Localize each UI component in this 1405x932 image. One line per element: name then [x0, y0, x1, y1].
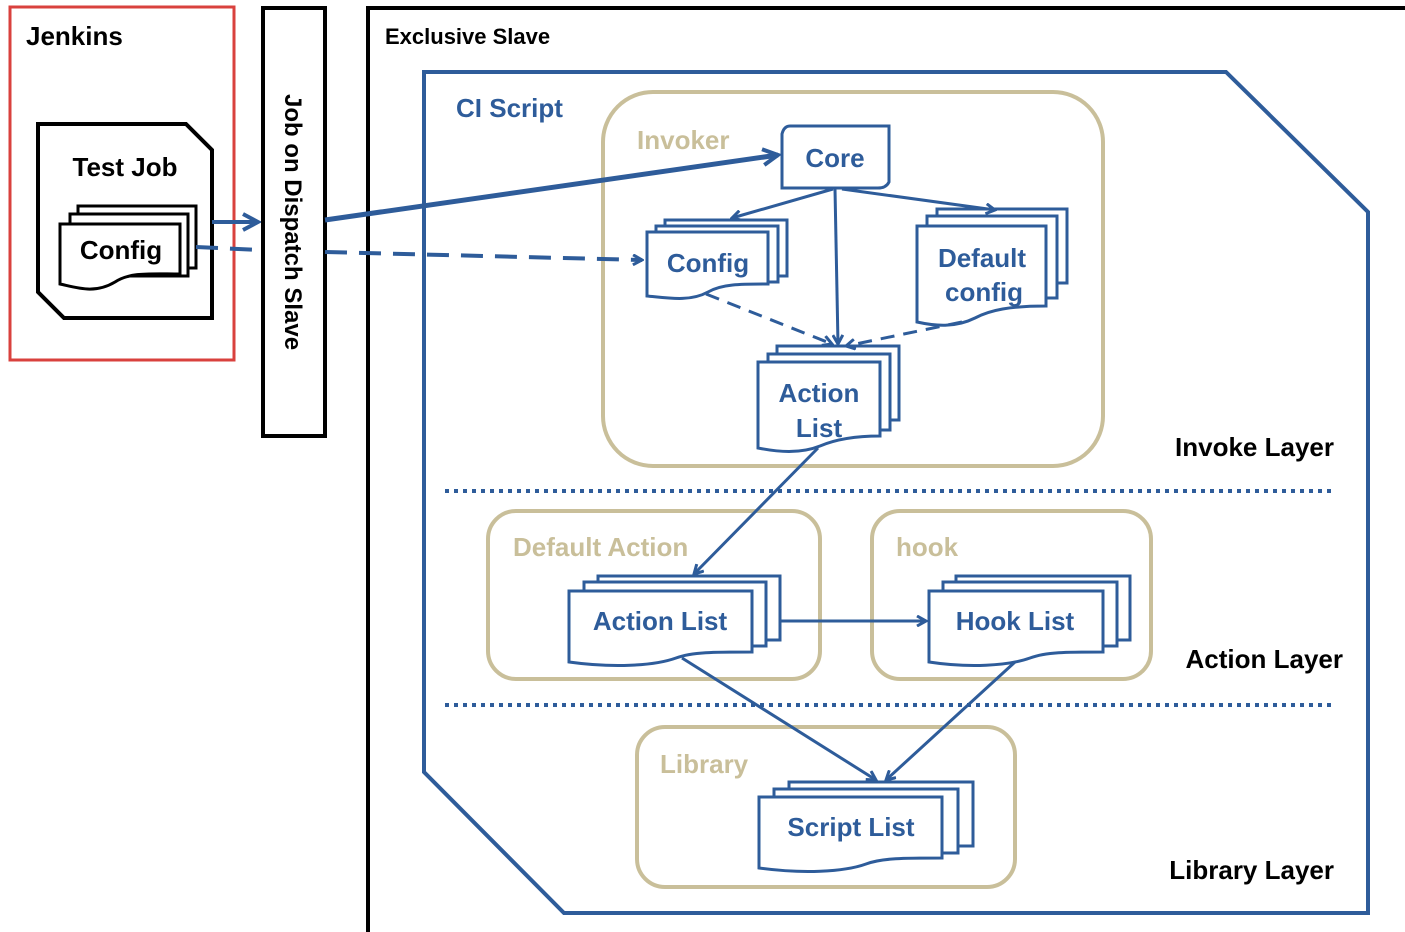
default-action-title: Default Action — [513, 532, 688, 562]
jenkins-config-doc — [58, 204, 198, 291]
default-config-label-1: Default — [938, 243, 1026, 273]
invoker-title: Invoker — [637, 125, 730, 155]
core-box — [780, 124, 891, 190]
script-list-label: Script List — [787, 812, 914, 842]
hook-title: hook — [896, 532, 959, 562]
dispatch-slave-bar — [261, 6, 327, 438]
arrow-jenkins-config-to-invoker-config — [195, 245, 642, 260]
default-action-list-doc — [567, 574, 782, 667]
library-layer-label: Library Layer — [1169, 855, 1334, 885]
ci-script-box — [422, 70, 1370, 915]
jenkins-box — [8, 5, 236, 362]
arrow-dispatch-to-core — [324, 155, 778, 223]
core-label: Core — [805, 143, 864, 173]
library-group — [635, 725, 1017, 889]
invoke-layer-label: Invoke Layer — [1175, 432, 1334, 462]
default-action-list-label: Action List — [593, 606, 728, 636]
invoker-group — [601, 90, 1105, 468]
dispatch-slave-label: Job on Dispatch Slave — [279, 94, 306, 350]
arrow-core-to-default-config — [841, 187, 995, 210]
action-layer-label: Action Layer — [1186, 644, 1344, 674]
hook-group — [870, 509, 1153, 681]
arrow-config-to-action-list — [705, 292, 832, 344]
arrow-action-list-to-script-list — [681, 656, 876, 780]
invoker-action-list-doc — [756, 344, 901, 453]
invoker-action-list-label-1: Action — [779, 378, 860, 408]
default-config-doc — [915, 207, 1069, 327]
exclusive-slave-title: Exclusive Slave — [385, 24, 550, 49]
arrow-invoker-list-to-action-list — [694, 446, 820, 574]
script-list-doc — [757, 780, 975, 873]
default-action-group — [486, 509, 822, 681]
arrow-core-to-action-list — [835, 188, 838, 344]
invoker-config-label: Config — [667, 248, 749, 278]
invoker-config-doc — [645, 218, 789, 300]
jenkins-title: Jenkins — [26, 21, 123, 51]
hook-list-doc — [927, 574, 1132, 667]
invoker-action-list-label-2: List — [796, 413, 843, 443]
arrow-default-config-to-action-list — [846, 320, 963, 346]
arrow-hook-list-to-script-list — [886, 660, 1017, 780]
library-title: Library — [660, 749, 749, 779]
default-config-label-2: config — [945, 277, 1023, 307]
jenkins-config-label: Config — [80, 235, 162, 265]
ci-script-title: CI Script — [456, 93, 563, 123]
test-job-label: Test Job — [73, 152, 178, 182]
exclusive-slave-box — [366, 6, 1405, 932]
arrow-core-to-config — [732, 187, 834, 218]
hook-list-label: Hook List — [956, 606, 1075, 636]
